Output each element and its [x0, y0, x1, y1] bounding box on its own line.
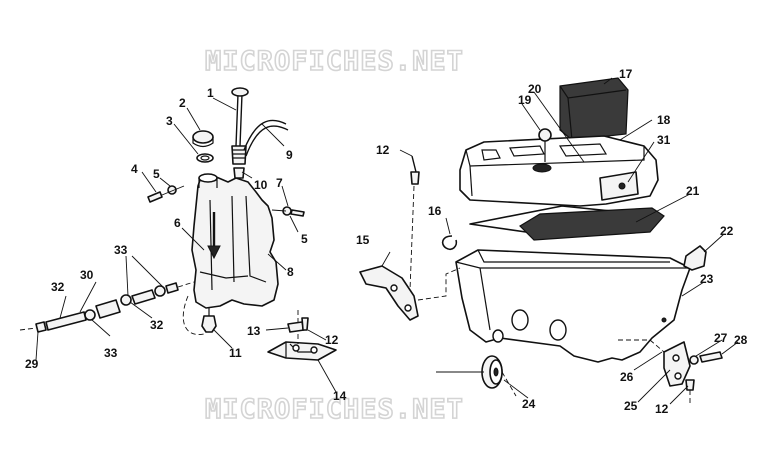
- callout-6: 6: [174, 216, 181, 230]
- base-hole-3: [492, 329, 504, 343]
- mount-bracket-25: [663, 341, 691, 387]
- fuel-tank-assembly: [147, 87, 305, 335]
- callout-17: 17: [619, 67, 633, 81]
- callout-14: 14: [333, 389, 347, 403]
- callout-25: 25: [624, 399, 638, 413]
- callout-1: 1: [207, 86, 214, 100]
- tank-bracket: [265, 310, 337, 361]
- cap-gasket: [196, 153, 214, 163]
- callout-10: 10: [254, 178, 268, 192]
- callout-23: 23: [700, 272, 714, 286]
- callout-31: 31: [657, 133, 671, 147]
- callout-15: 15: [356, 233, 370, 247]
- vent-hose: [243, 119, 289, 157]
- spring-clip: [441, 235, 458, 251]
- hose-end: [35, 321, 47, 333]
- mount-screw: [147, 191, 163, 203]
- watermark-top: MICROFICHES.NET: [205, 46, 464, 77]
- callout-3: 3: [166, 114, 173, 128]
- watermark-bottom: MICROFICHES.NET: [205, 394, 464, 425]
- primer-fuel-line: [19, 281, 195, 333]
- callout-32b: 32: [150, 318, 164, 332]
- callout-26: 26: [620, 370, 634, 384]
- base-hole-2: [549, 319, 567, 341]
- callout-12a: 12: [325, 333, 339, 347]
- air-box-base: [455, 249, 691, 363]
- callout-12c: 12: [655, 402, 669, 416]
- callout-33b: 33: [104, 346, 118, 360]
- callout-9: 9: [286, 148, 293, 162]
- callout-11: 11: [229, 346, 242, 360]
- air-box-assembly: [359, 77, 723, 404]
- callout-5a: 5: [153, 167, 160, 181]
- callout-29: 29: [25, 357, 39, 371]
- fuel-hose-32: [45, 311, 87, 331]
- callout-13: 13: [247, 324, 261, 338]
- callout-32a: 32: [51, 280, 65, 294]
- callout-5b: 5: [301, 232, 308, 246]
- callout-21: 21: [686, 184, 700, 198]
- callout-22: 22: [720, 224, 734, 238]
- callout-16: 16: [428, 204, 442, 218]
- callout-27: 27: [714, 331, 728, 345]
- callout-28: 28: [734, 333, 748, 347]
- filter-foam-21: [519, 207, 665, 241]
- outlet-fitting: [201, 315, 217, 333]
- callout-numbers: 1 2 3 4 5 6 7 5 8 9 10 11 13 12 14 33 30…: [25, 67, 748, 416]
- filter-30: [95, 299, 121, 319]
- base-hole-1: [511, 309, 529, 331]
- filler-neck: [198, 173, 218, 183]
- callout-19: 19: [518, 93, 532, 107]
- callout-2: 2: [179, 96, 186, 110]
- leader-lines: [35, 77, 739, 405]
- fuel-hose-32b: [131, 289, 156, 305]
- callout-8: 8: [287, 265, 294, 279]
- fuel-tank: [191, 175, 279, 309]
- callout-18: 18: [657, 113, 671, 127]
- clip-22: [683, 245, 707, 271]
- callout-4: 4: [131, 162, 138, 176]
- callout-30: 30: [80, 268, 94, 282]
- callout-24: 24: [522, 397, 536, 411]
- fuel-cap: [192, 130, 214, 144]
- callout-12b: 12: [376, 143, 390, 157]
- callout-20: 20: [528, 82, 542, 96]
- pickup-tube: [235, 93, 243, 147]
- mount-bracket-15: [359, 265, 419, 321]
- callout-7: 7: [276, 176, 283, 190]
- filter-foam-17: [559, 77, 629, 141]
- callout-33a: 33: [114, 243, 128, 257]
